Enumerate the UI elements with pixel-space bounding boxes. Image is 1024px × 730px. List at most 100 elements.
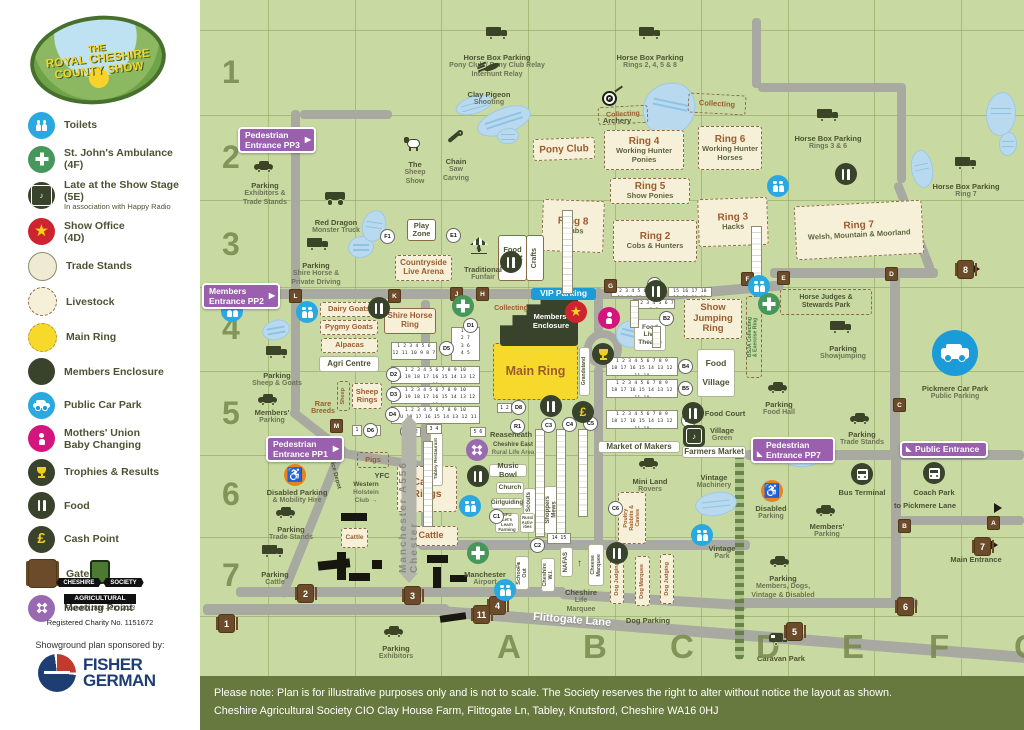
gate-H: H <box>476 287 489 301</box>
road-segment-6 <box>230 289 644 299</box>
row-label-3: 3 <box>222 226 240 262</box>
legend-item-trade: Trade Stands <box>28 251 196 281</box>
show-jumping-ring: Show Jumping Ring <box>684 299 742 339</box>
legend-label: St. John's Ambulance (4F) <box>64 146 173 171</box>
legend-label: Mothers' Union Baby Changing <box>64 426 142 451</box>
trade-stand-strip-5: 1 2 3 4 5 6 7 8 9 18 17 16 15 14 13 12 1… <box>606 357 678 376</box>
gate-A: A <box>987 516 1000 530</box>
food-icon <box>500 251 522 273</box>
road-segment-23 <box>594 366 603 546</box>
pond-12 <box>497 128 519 144</box>
countryside-live-arena-label: Countryside Live Arena <box>400 258 447 276</box>
rural-activities: Rural Activ- ities <box>520 513 535 533</box>
car-icon <box>254 159 276 175</box>
truck-icon <box>830 320 852 336</box>
legend-item-membersc: Members Enclosure <box>28 358 196 386</box>
baby-icon <box>28 425 55 453</box>
play-zone: Play Zone <box>407 219 436 241</box>
gate-G: G <box>604 279 617 293</box>
legend-item-trophy: Trophies & Results <box>28 458 196 486</box>
alpacas-label: Alpacas <box>335 340 364 350</box>
stjohn-icon <box>467 542 489 564</box>
dairy-goats: Dairy Goats <box>320 302 378 317</box>
gate-B5: B5 <box>678 381 693 396</box>
label-bus-terminal: Bus Terminal <box>838 488 886 497</box>
truck-icon <box>266 345 288 361</box>
bus-icon <box>851 463 873 485</box>
pond-8 <box>260 317 292 343</box>
legend-item-livestock: Livestock <box>28 287 196 317</box>
food-icon <box>645 280 667 302</box>
pony-club: Pony Club <box>532 136 596 162</box>
office-icon: ★ <box>565 301 587 323</box>
stjohn-icon <box>758 293 780 315</box>
farmers-market: Farmers Market <box>682 446 746 458</box>
gate-7: 7 <box>971 537 994 556</box>
livestock-icon <box>28 287 57 317</box>
legend-label: Members Enclosure <box>64 365 164 378</box>
legend-label: Show Office (4D) <box>64 219 125 244</box>
trophy-icon <box>592 343 614 365</box>
shire-horse-ring: Shire Horse Ring <box>384 308 436 334</box>
label-reaseheath: Reaseheath <box>489 430 533 439</box>
crest-mid: AGRICULTURAL <box>64 593 136 604</box>
food-village: Food Village <box>697 349 735 397</box>
gate-6: 6 <box>894 597 917 616</box>
crafts-label: Crafts <box>531 247 539 269</box>
pond-4 <box>986 92 1016 136</box>
gate-D5: D5 <box>439 341 454 356</box>
car-icon <box>639 456 661 472</box>
legend-label: Livestock <box>66 295 115 308</box>
members-enclosure-label: Members' Enclosure <box>532 312 570 330</box>
cheshire-wi-label: Cheshire W.I. <box>541 563 554 587</box>
nafas: NAFAS <box>560 547 573 577</box>
cattle-big-label: Cattle <box>418 530 444 541</box>
play-zone-label: Play Zone <box>412 220 431 238</box>
col-label-A: A <box>497 628 521 665</box>
road-segment-22 <box>594 288 603 334</box>
gate-F1: F1 <box>380 229 395 244</box>
trade-stand-strip-3: 1 2 3 4 5 6 7 8 9 10 20 19 18 17 16 15 1… <box>391 386 480 404</box>
road-segment-11 <box>758 83 904 92</box>
gate-D: D <box>885 267 898 281</box>
col-label-G: G <box>1014 628 1024 668</box>
truck-icon <box>817 108 839 124</box>
countryside-live-arena: Countryside Live Arena <box>395 255 452 281</box>
stand-strip-3 <box>535 429 545 537</box>
pigs-label: Pigs <box>365 454 381 464</box>
ring-3-sub: Hacks <box>721 221 745 232</box>
legend-sublabel: In association with Happy Radio <box>64 202 171 212</box>
arrow-right-icon <box>994 503 1002 513</box>
legend-item-gatebig: Gate <box>28 559 196 589</box>
label-dog-parking: Dog Parking <box>625 616 671 625</box>
gate-R1: R1 <box>510 419 525 434</box>
gate-C2: C2 <box>530 538 545 553</box>
legend-item-carpark: Public Car Park <box>28 391 196 419</box>
collecting-1-label: Collecting <box>698 97 736 109</box>
building-4 <box>427 555 448 563</box>
poultry-rabbits-cavies-label: Poultry Rabbits & Cavies <box>622 505 642 531</box>
sponsor-name-2: GERMAN <box>83 671 156 690</box>
gate-B4: B4 <box>678 359 693 374</box>
label-members-: Members'Parking <box>254 408 290 425</box>
food-icon <box>606 542 628 564</box>
grandstand: Grandstand <box>579 347 590 396</box>
gate-D2: D2 <box>386 367 401 382</box>
ring-7-sub: Welsh, Mountain & Moorland <box>807 227 911 242</box>
ring-6-sub: Working Hunter Horses <box>701 143 759 162</box>
gate-M: M <box>330 419 343 433</box>
gate-D3: D3 <box>386 387 401 402</box>
legend-label: Meeting Point <box>64 602 133 615</box>
arrow-up-icon: ↑ <box>577 558 582 569</box>
mtruck-icon <box>325 192 347 208</box>
gate-B2: B2 <box>659 311 674 326</box>
food-icon <box>682 402 704 424</box>
